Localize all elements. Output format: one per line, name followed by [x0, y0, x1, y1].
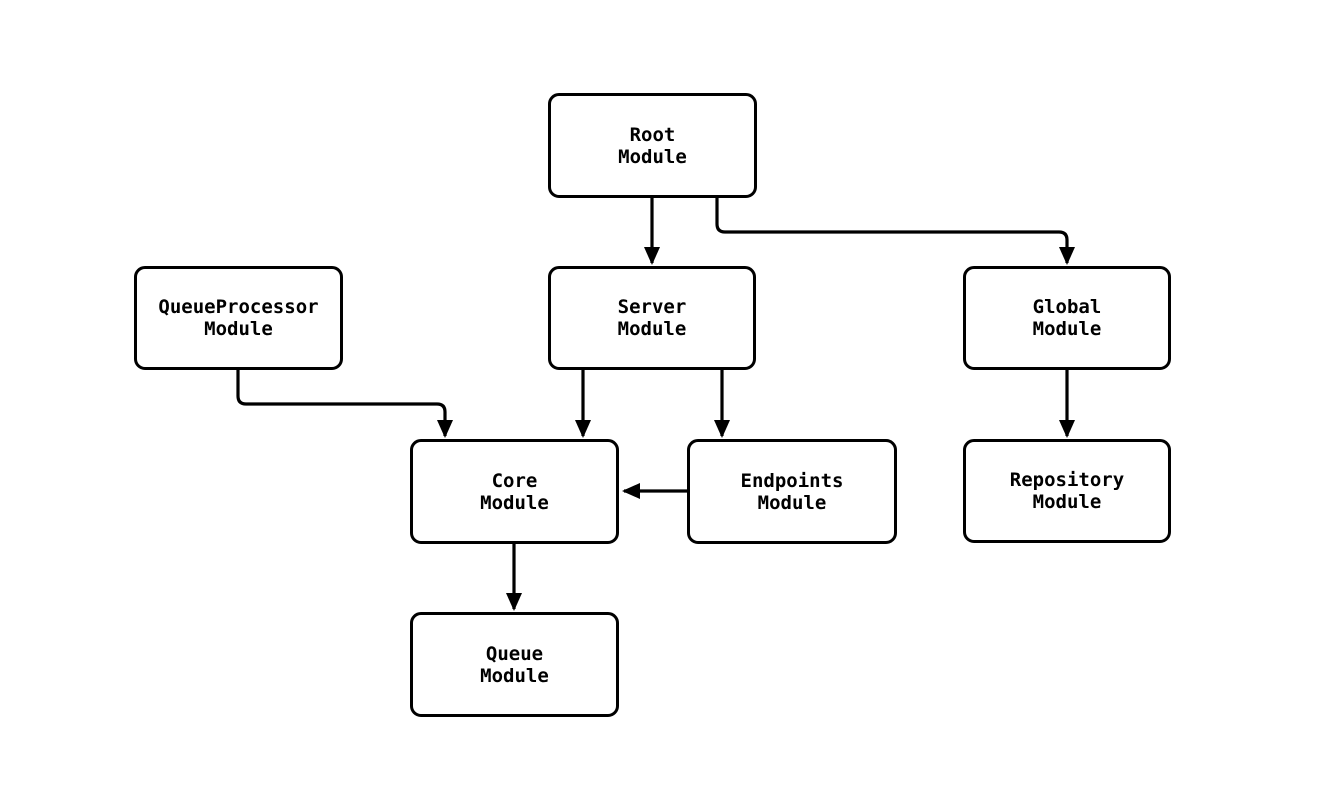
edge-queueprocessor-to-core — [236, 369, 453, 438]
node-server-module: Server Module — [548, 266, 756, 370]
node-root-module-label: Root Module — [618, 123, 687, 168]
node-queue-module-label: Queue Module — [480, 642, 549, 687]
node-repository-module: Repository Module — [963, 439, 1171, 543]
node-queueprocessor-module-label: QueueProcessor Module — [158, 296, 319, 340]
node-global-module: Global Module — [963, 266, 1171, 370]
node-core-module: Core Module — [410, 439, 619, 544]
node-core-module-label: Core Module — [480, 469, 549, 514]
node-root-module: Root Module — [548, 93, 757, 198]
node-queueprocessor-module: QueueProcessor Module — [134, 266, 343, 370]
node-queue-module: Queue Module — [410, 612, 619, 717]
node-server-module-label: Server Module — [617, 296, 687, 340]
node-endpoints-module-label: Endpoints Module — [740, 469, 844, 514]
edge-root-to-global — [715, 198, 1075, 265]
node-repository-module-label: Repository Module — [1009, 469, 1125, 513]
node-endpoints-module: Endpoints Module — [687, 439, 897, 544]
node-global-module-label: Global Module — [1032, 296, 1102, 340]
